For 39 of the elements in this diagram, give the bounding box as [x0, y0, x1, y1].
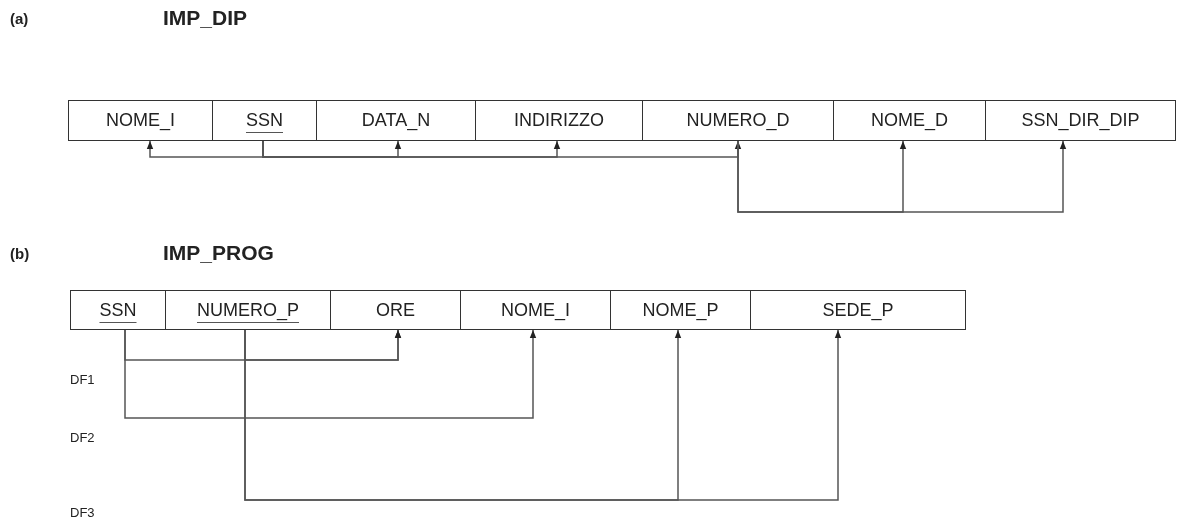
dependency-arrow: [244, 329, 402, 361]
attribute-cell: [475, 100, 643, 141]
dependency-label: DF1: [70, 371, 95, 389]
dependency-label: DF3: [70, 504, 95, 522]
attribute-name: NOME_I: [501, 298, 570, 323]
attribute-name: ORE: [376, 298, 415, 322]
attribute-name: SEDE_P: [822, 298, 894, 323]
attribute-cell: [642, 100, 834, 141]
attribute-name: INDIRIZZO: [514, 109, 604, 132]
dependency-label: DF2: [70, 429, 95, 447]
dependency-arrow: [737, 140, 1067, 213]
attribute-cell: [70, 290, 166, 330]
attribute-cell: [68, 100, 213, 141]
dependency-arrow: [124, 329, 537, 419]
panel-label: (b): [10, 244, 30, 264]
attribute-name: NOME_P: [642, 298, 719, 323]
attribute-cell: [165, 290, 331, 330]
attribute-name: DATA_N: [361, 109, 431, 133]
attribute-cell: [610, 290, 751, 330]
attribute-name: NOME_I: [106, 109, 175, 133]
attribute-name: SSN_DIR_DIP: [1021, 109, 1140, 133]
attribute-cell: [460, 290, 611, 330]
panel-label: (a): [10, 9, 29, 29]
attribute-cell: [316, 100, 476, 141]
dependency-arrow: [146, 140, 264, 158]
attribute-cell: [750, 290, 966, 330]
attribute-cell: [833, 100, 986, 141]
attribute-name: NUMERO_D: [686, 109, 790, 133]
key-attribute-name: SSN: [99, 298, 137, 322]
attribute-cell: [212, 100, 317, 141]
dependency-arrow: [262, 140, 742, 158]
attribute-name: NOME_D: [871, 109, 948, 133]
relation-name: IMP_DIP: [163, 5, 248, 31]
relation-name: IMP_PROG: [163, 240, 274, 266]
attribute-cell: [985, 100, 1176, 141]
key-attribute-name: SSN: [246, 109, 283, 132]
attribute-cell: [330, 290, 461, 330]
dependency-arrow: [244, 329, 842, 501]
key-attribute-name: NUMERO_P: [197, 298, 299, 323]
